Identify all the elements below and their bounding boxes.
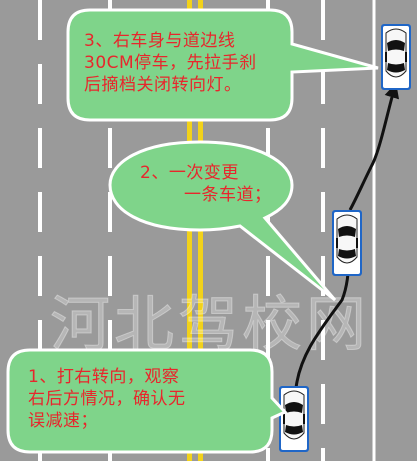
callout-step1-line2: 右后方情况，确认无 bbox=[28, 389, 186, 409]
callout-step1-line1: 1、打右转向，观察 bbox=[28, 367, 180, 387]
callout-step1-text: 1、打右转向，观察 右后方情况，确认无 误减速； bbox=[28, 366, 186, 432]
callout-step3-text: 3、右车身与道边线 30CM停车，先拉手刹 后摘档关闭转向灯。 bbox=[84, 30, 257, 96]
callout-step3-line1: 3、右车身与道边线 bbox=[84, 31, 236, 51]
callout-step2 bbox=[108, 140, 337, 302]
callout-step2-line2: 一条车道； bbox=[184, 185, 272, 205]
car-middle bbox=[331, 209, 363, 277]
car-start bbox=[278, 385, 310, 453]
callout-step1 bbox=[6, 348, 288, 454]
trajectory-arrow-2 bbox=[348, 82, 400, 211]
callout-step1-line3: 误减速； bbox=[28, 411, 98, 431]
callout-step2-line1: 2、一次变更 bbox=[140, 163, 239, 183]
callout-step3-line3: 后摘档关闭转向灯。 bbox=[84, 75, 242, 95]
callout-step2-text: 2、一次变更 一条车道； bbox=[140, 162, 272, 206]
callout-step3 bbox=[66, 8, 379, 122]
callout-step3-line2: 30CM停车，先拉手刹 bbox=[84, 53, 257, 73]
car-end bbox=[380, 23, 412, 91]
